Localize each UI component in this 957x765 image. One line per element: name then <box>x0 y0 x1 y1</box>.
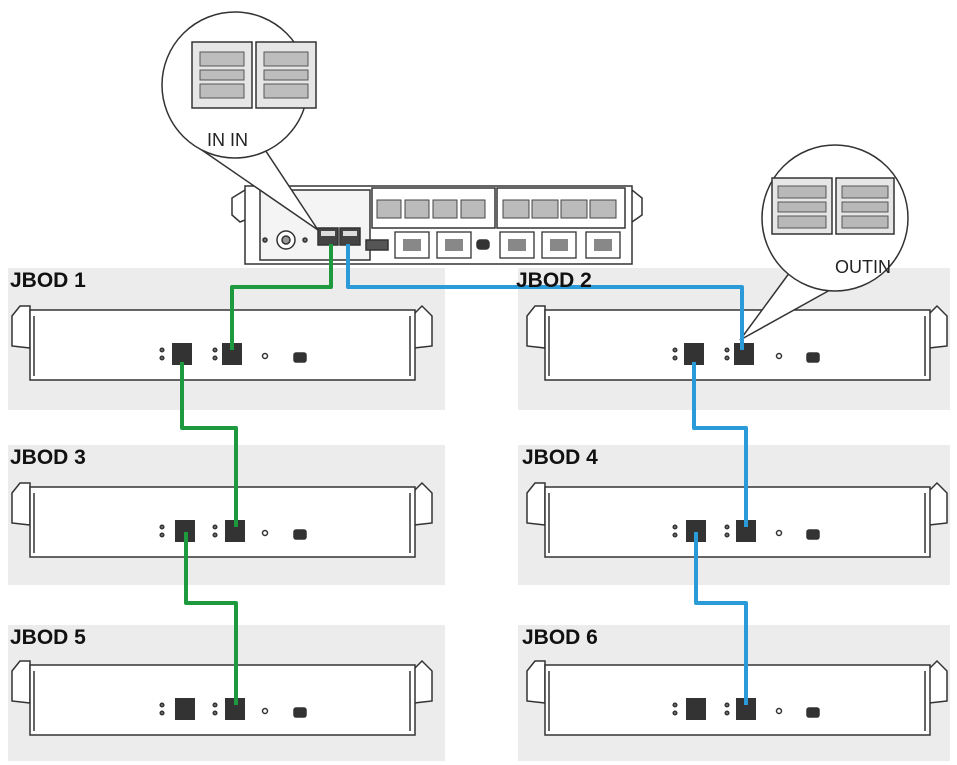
jbod-1-label: JBOD 1 <box>10 269 86 292</box>
jbod-6-out-port <box>686 698 706 720</box>
controller-in-port-1 <box>317 227 339 246</box>
green-cable-jbod-1-to-jbod-3 <box>180 362 238 527</box>
jbod-ports-label: OUTIN <box>835 257 891 277</box>
jbod-4-out-port <box>686 520 706 542</box>
jbod-ports-callout: OUTIN <box>739 144 909 341</box>
jbod-enclosure-2 <box>526 304 948 381</box>
jbod-2-label: JBOD 2 <box>516 269 592 292</box>
blue-cable-controller-to-jbod-2 <box>346 244 744 350</box>
jbod-5-label: JBOD 5 <box>10 626 86 649</box>
jbod-6-in-port <box>736 698 756 720</box>
jbod-enclosure-6 <box>526 659 948 736</box>
jbod-3-label: JBOD 3 <box>10 446 86 469</box>
jbod-enclosure-3 <box>11 481 433 558</box>
jbod-5-in-port <box>225 698 245 720</box>
jbod-1-out-port <box>172 343 192 365</box>
green-cable-jbod-3-to-jbod-5 <box>184 532 238 705</box>
jbod-1-in-port <box>222 343 242 365</box>
jbod-3-out-port <box>175 520 195 542</box>
green-cable-controller-to-jbod-1 <box>230 244 333 350</box>
blue-cable-jbod-4-to-jbod-6 <box>694 532 748 705</box>
jbod-3-in-port <box>225 520 245 542</box>
jbod-enclosure-4 <box>526 481 948 558</box>
jbod-4-label: JBOD 4 <box>522 446 598 469</box>
jbod-2-in-port <box>734 343 754 365</box>
controller-unit <box>231 185 643 265</box>
jbod-2-out-port <box>684 343 704 365</box>
jbod-6-label: JBOD 6 <box>522 626 598 649</box>
green-cable-chain <box>180 244 333 705</box>
blue-cable-jbod-2-to-jbod-4 <box>692 362 748 527</box>
blue-cable-chain <box>346 244 748 705</box>
jbod-4-in-port <box>736 520 756 542</box>
controller-in-port-2 <box>339 227 361 246</box>
jbod-enclosure-1 <box>11 304 433 381</box>
controller-ports-callout: IN IN <box>161 11 319 231</box>
jbod-enclosure-5 <box>11 659 433 736</box>
controller-ports-label: IN IN <box>207 130 248 150</box>
jbod-5-out-port <box>175 698 195 720</box>
